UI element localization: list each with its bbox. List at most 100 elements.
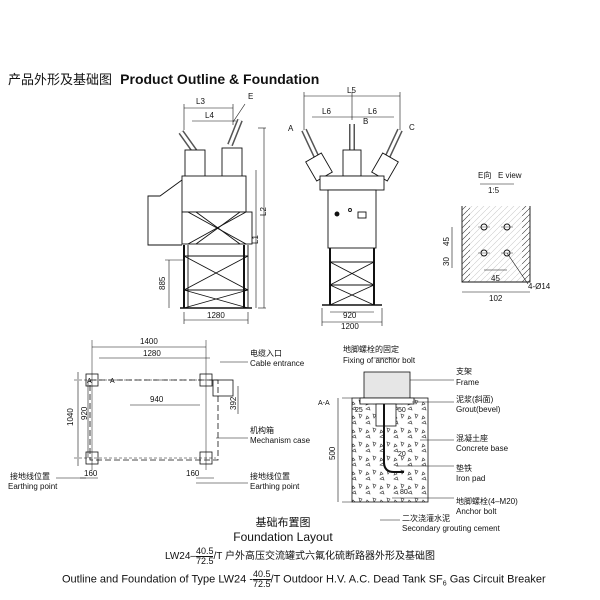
e-view-labels: E向 E view 1:5 45 30 45 102 4-Ø14 <box>442 170 551 303</box>
caption-en-frac-num: 40.5 <box>253 569 271 580</box>
label-iron-en: Iron pad <box>456 474 485 483</box>
foundation-plan-labels: 1400 1280 940 1040 920 392 160 160 A A 电… <box>8 337 311 491</box>
label-earth-left-cn: 接地线位置 <box>10 471 50 481</box>
dim-1400: 1400 <box>140 337 158 346</box>
frame-column <box>363 371 411 399</box>
header-title-en: Product Outline & Foundation <box>120 71 320 87</box>
foundation-title-en: Foundation Layout <box>233 530 333 544</box>
label-concrete-cn: 混凝土座 <box>456 433 488 443</box>
front-bushing-b <box>342 124 362 177</box>
label-e: E <box>248 92 253 101</box>
caption-en-subscript: 6 <box>442 580 447 588</box>
front-view <box>301 92 403 326</box>
caption-en-frac-den: 72.5 <box>253 579 271 589</box>
phase-a: A <box>288 124 294 133</box>
label-grout-cn: 泥浆(斜面) <box>456 394 494 404</box>
side-dims <box>165 103 266 324</box>
dim-l1: L1 <box>251 235 260 244</box>
front-bushing-a <box>301 128 333 182</box>
phase-b: B <box>363 117 368 126</box>
dim-102: 102 <box>489 294 503 303</box>
dim-25: 25 <box>355 407 363 414</box>
caption-en-suffix: /T Outdoor H.V. A.C. Dead Tank SF <box>270 573 443 586</box>
dim-45-vert: 45 <box>442 237 451 246</box>
label-frame-cn: 支架 <box>456 366 472 376</box>
front-tank <box>319 175 385 191</box>
side-frame-upper <box>187 211 247 245</box>
dim-885: 885 <box>158 276 167 290</box>
anchor-title-cn: 地脚螺栓的固定 <box>343 344 399 354</box>
section-mark-aa: A-A <box>318 400 330 407</box>
label-anchor-en: Anchor bolt <box>456 507 497 516</box>
phase-c: C <box>409 123 415 132</box>
label-cable-en: Cable entrance <box>250 359 305 368</box>
side-view <box>147 103 266 324</box>
section-mark-a-right: A <box>110 378 115 385</box>
label-iron-cn: 垫铁 <box>456 463 472 473</box>
caption-cn-frac-den: 72.5 <box>195 556 214 566</box>
foundation-layout-title: 基础布置图 Foundation Layout <box>233 514 333 544</box>
e-view-title-cn: E向 <box>478 170 491 180</box>
caption-en: Outline and Foundation of Type LW24 -40.… <box>62 570 546 589</box>
front-view-labels: L5 L6 L6 A B C 920 1200 <box>288 86 415 331</box>
side-view-labels: L3 E L4 L2 L1 885 1280 <box>158 92 268 320</box>
caption-en-end: Gas Circuit Breaker <box>446 573 546 586</box>
dim-1280-side: 1280 <box>207 311 225 320</box>
dim-30-vert: 30 <box>442 257 451 266</box>
dim-20: 20 <box>398 451 406 458</box>
dim-50: 50 <box>398 407 406 414</box>
front-mechanism-case <box>327 189 377 249</box>
dim-l5: L5 <box>347 86 356 95</box>
dim-1280-plan: 1280 <box>143 349 161 358</box>
caption-en-prefix: Outline and Foundation of Type LW24 - <box>62 573 253 586</box>
caption-cn-frac-num: 40.5 <box>195 546 214 557</box>
e-view-scale: 1:5 <box>488 186 500 195</box>
side-bushing-right <box>221 118 243 179</box>
label-earth-right-cn: 接地线位置 <box>250 471 290 481</box>
label-anchor-cn: 地脚螺栓(4–M20) <box>456 496 518 506</box>
dim-l6-left: L6 <box>322 107 331 116</box>
dim-920-plan: 920 <box>80 406 89 420</box>
label-secondary-cn: 二次浇灌水泥 <box>402 513 450 523</box>
page-header: 产品外形及基础图 Product Outline & Foundation <box>8 69 319 88</box>
front-dims <box>303 92 401 326</box>
section-mark-a-left: A <box>87 378 92 385</box>
dim-500: 500 <box>328 446 337 460</box>
dim-392: 392 <box>229 396 238 410</box>
anchor-title-en: Fixing of anchor bolt <box>343 356 416 365</box>
dim-1200-front: 1200 <box>341 322 359 331</box>
label-grout-en: Grout(bevel) <box>456 405 501 414</box>
caption-cn-prefix: LW24– <box>165 551 196 563</box>
dim-l2: L2 <box>259 207 268 216</box>
dim-l3: L3 <box>196 97 205 106</box>
label-earth-right-en: Earthing point <box>250 482 300 491</box>
dim-160-left: 160 <box>84 469 98 478</box>
anchor-section <box>337 357 454 521</box>
label-mech-cn: 机构箱 <box>250 425 274 435</box>
dim-45-horiz: 45 <box>491 274 500 283</box>
foundation-plan <box>56 340 248 484</box>
e-view <box>451 183 531 293</box>
caption-cn-suffix: /T 户外高压交流罐式六氟化硫断路器外形及基础图 <box>213 551 435 563</box>
label-concrete-en: Concrete base <box>456 444 509 453</box>
holes-spec: 4-Ø14 <box>528 282 551 291</box>
side-frame-legs <box>180 245 252 309</box>
dim-l4: L4 <box>205 111 214 120</box>
dim-l6-right: L6 <box>368 107 377 116</box>
header-title-cn: 产品外形及基础图 <box>8 73 113 88</box>
cable-entrance <box>212 379 234 397</box>
side-tank <box>181 175 247 213</box>
label-cable-cn: 电缆入口 <box>250 348 282 358</box>
dim-940: 940 <box>150 395 164 404</box>
anchor-section-labels: 地脚螺栓的固定 Fixing of anchor bolt A-A 25 50 … <box>318 344 518 533</box>
side-mechanism-case <box>147 179 183 246</box>
dim-920-front: 920 <box>343 311 357 320</box>
e-view-holes <box>478 223 513 257</box>
side-bushing-left <box>178 130 206 181</box>
label-earth-left-en: Earthing point <box>8 482 58 491</box>
dim-80: 80 <box>400 489 408 496</box>
